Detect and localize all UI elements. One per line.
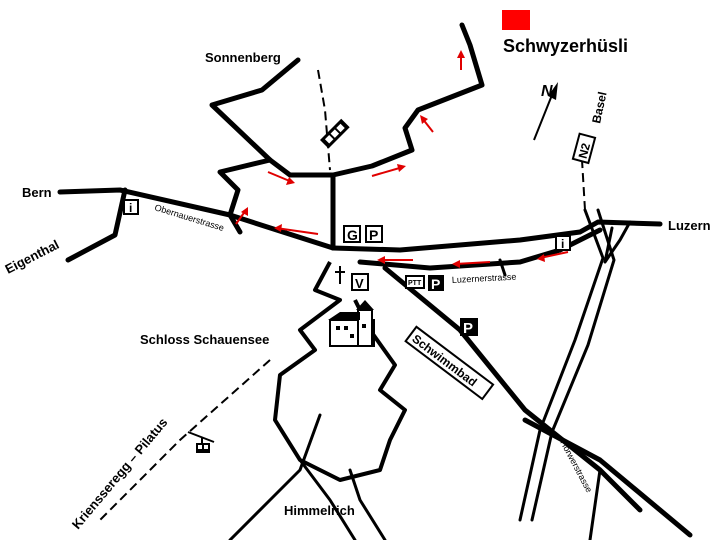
motorway-n2-right [530, 208, 616, 522]
info-icon-luzern[interactable]: i [555, 235, 571, 251]
motorway-n2-left [518, 208, 605, 522]
route-arrow [235, 207, 248, 225]
route-arrow [371, 164, 406, 177]
svg-text:P: P [463, 320, 473, 337]
schloss-label: Schloss Schauensee [140, 332, 269, 347]
parking-sign-schwimmbad[interactable]: P [460, 318, 478, 337]
north-arrow-icon: N [533, 82, 558, 141]
svg-text:N: N [541, 83, 553, 100]
horwerstrasse-road [522, 417, 693, 538]
route-arrow [452, 260, 491, 268]
cable-car-icon[interactable] [187, 431, 215, 453]
route-arrows [235, 50, 569, 268]
road-himmelrich-left [228, 413, 322, 540]
luzern-label: Luzern [668, 218, 711, 233]
svg-text:PTT: PTT [408, 280, 422, 287]
svg-text:V: V [355, 276, 364, 291]
info-icon[interactable]: i [123, 199, 139, 215]
motorway-n2-shield: N2 [571, 132, 597, 165]
svg-text:i: i [561, 237, 564, 251]
road-eigenthal [65, 187, 128, 263]
castle-icon[interactable] [328, 300, 375, 347]
road-to-junction [498, 258, 507, 277]
ptt-sign[interactable]: PTT [405, 275, 425, 289]
svg-text:i: i [129, 201, 132, 215]
route-arrow [377, 256, 413, 264]
route-arrow [420, 115, 434, 133]
sonnenberg-funicular-line [317, 69, 331, 171]
luzernerstrasse-lower [357, 227, 603, 271]
schwimmbad-box[interactable]: Schwimmbad [404, 325, 495, 401]
motorway-to-basel [581, 159, 586, 211]
garage-sign[interactable]: G [343, 225, 361, 243]
road-himmelrich-right [298, 458, 357, 540]
v-sign[interactable]: V [351, 273, 369, 291]
church-cross-icon[interactable] [335, 266, 345, 284]
road-sonnenberg-hairpins [209, 57, 336, 178]
destination-label: Schwyzerhüsli [503, 36, 628, 56]
road-hairpin-lower [217, 157, 273, 235]
road-himmelrich-mid [348, 468, 387, 540]
road-southwest [588, 468, 602, 540]
basel-label: Basel [589, 90, 609, 124]
castle-hill-outline [273, 261, 407, 482]
eigenthal-label: Eigenthal [3, 237, 62, 277]
sonnenberg-label: Sonnenberg [205, 50, 281, 65]
svg-text:P: P [431, 276, 440, 292]
parking-sign-center[interactable]: P [365, 225, 383, 243]
pilatus-cable-line [99, 359, 271, 521]
road-schwimmbad [382, 265, 643, 513]
motorway-junction-ramp [598, 220, 632, 264]
luzernerstrasse-label: Luzernerstrasse [452, 272, 517, 285]
kriens-pilatus-label: Kriensseregg – Pilatus [69, 415, 171, 532]
parking-icon[interactable]: P [428, 275, 444, 292]
bern-label: Bern [22, 185, 52, 200]
svg-text:G: G [347, 227, 358, 243]
route-arrow [274, 224, 319, 235]
route-arrow [537, 251, 569, 262]
himmelrich-label: Himmelrich [284, 503, 355, 518]
route-arrow [457, 50, 465, 70]
road-to-schwyzerhuesli [330, 22, 485, 251]
obernauerstrasse-road [57, 187, 336, 251]
funicular-icon[interactable] [320, 118, 350, 149]
destination-marker[interactable] [502, 10, 530, 30]
svg-text:N2: N2 [576, 141, 594, 160]
svg-text:P: P [369, 227, 378, 243]
route-arrow [267, 171, 295, 185]
